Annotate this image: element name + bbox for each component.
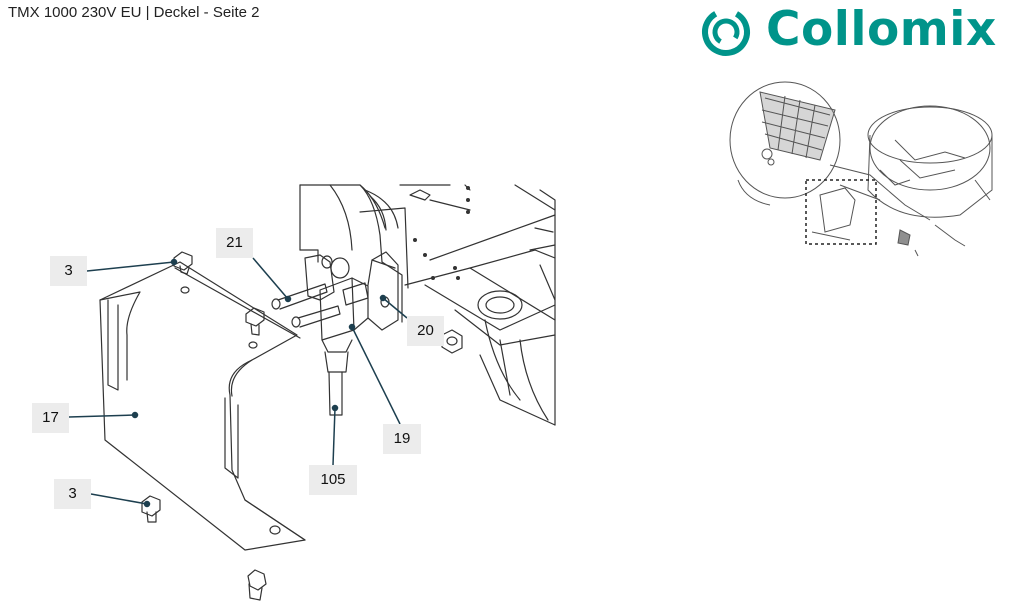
callout-105: 105 xyxy=(309,465,357,495)
leader-3-bottom xyxy=(90,493,148,505)
hex-nut xyxy=(441,329,463,354)
callout-20: 20 xyxy=(407,316,444,346)
leader-20 xyxy=(382,297,408,319)
page-title: TMX 1000 230V EU | Deckel - Seite 2 xyxy=(8,4,260,21)
switch-assembly xyxy=(304,251,399,416)
leader-3-top xyxy=(86,261,175,272)
leader-19 xyxy=(351,326,401,425)
callout-17: 17 xyxy=(32,403,69,433)
hex-bolt-middle xyxy=(245,307,265,336)
screw-upper xyxy=(271,283,328,310)
leader-21 xyxy=(252,257,289,300)
machine-frame xyxy=(299,184,556,426)
callout-21: 21 xyxy=(216,228,253,258)
brand-logo: Collomix xyxy=(700,2,1020,57)
hex-bolt-left xyxy=(141,495,161,523)
callout-3-bottom: 3 xyxy=(54,479,91,509)
callout-3-top: 3 xyxy=(50,256,87,286)
screw-lower xyxy=(291,305,341,328)
hex-bolt-top xyxy=(173,251,193,275)
collomix-logo-icon xyxy=(702,8,750,56)
hex-bolt-bottom xyxy=(247,569,267,601)
overview-thumbnail xyxy=(729,81,993,257)
brand-name: Collomix xyxy=(766,2,997,57)
cover-plate xyxy=(99,261,306,551)
leader-105 xyxy=(332,407,336,466)
leader-17 xyxy=(68,414,136,418)
callout-19: 19 xyxy=(383,424,421,454)
